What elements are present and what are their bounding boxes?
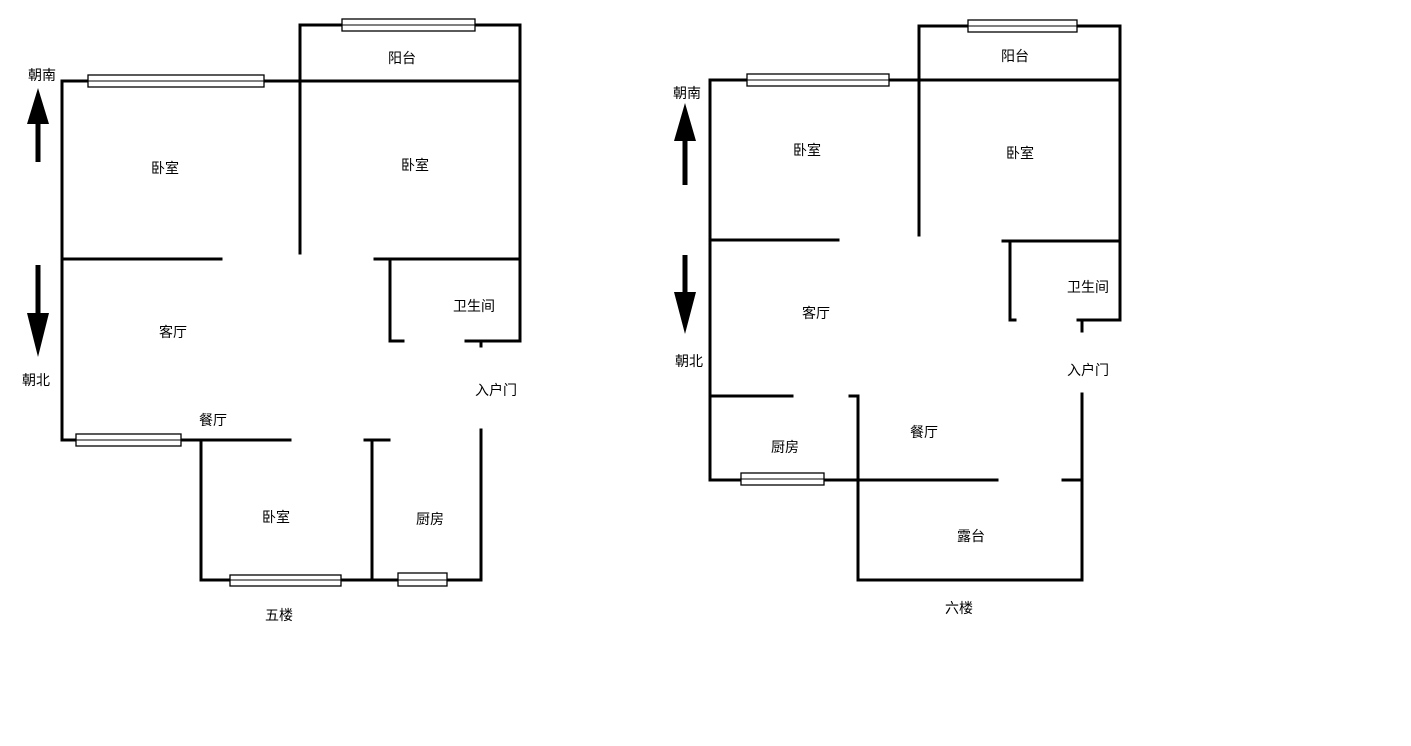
- room-label-dining: 餐厅: [910, 425, 938, 441]
- sixth-floor-windows: [740, 19, 1078, 486]
- arrow-down-icon: [27, 265, 49, 357]
- fifth-floor-compass: [27, 88, 49, 357]
- room-label-bedroom-right: 卧室: [401, 157, 429, 174]
- floor-label-fifth: 五楼: [265, 608, 293, 624]
- room-label-bedroom-right: 卧室: [1006, 145, 1034, 162]
- sixth-floor-compass: [674, 103, 696, 334]
- room-label-balcony: 阳台: [388, 51, 416, 67]
- arrow-up-icon: [27, 88, 49, 162]
- room-label-entrance: 入户门: [475, 382, 517, 399]
- room-label-bathroom: 卫生间: [453, 299, 495, 315]
- arrow-up-icon: [674, 103, 696, 185]
- sixth-floor-walls: [708, 24, 1122, 582]
- arrow-down-icon: [674, 255, 696, 334]
- fifth-floor-windows: [75, 18, 476, 587]
- sixth-floor-plan: 朝南 朝北 阳台 卧室 卧室 客厅 卫生间 入户门 厨房 餐厅 露台 六楼: [673, 19, 1122, 617]
- room-label-bedroom-left: 卧室: [793, 142, 821, 159]
- room-label-living-room: 客厅: [802, 305, 830, 322]
- fifth-floor-plan: 朝南 朝北 阳台 卧室 卧室 客厅 卫生间 入户门 餐厅 卧室 厨房 五楼: [22, 18, 522, 624]
- compass-south-label: 朝南: [673, 86, 701, 102]
- compass-north-label: 朝北: [675, 354, 703, 370]
- floor-label-sixth: 六楼: [945, 601, 973, 617]
- room-label-bedroom-bottom: 卧室: [262, 509, 290, 526]
- room-label-kitchen: 厨房: [416, 512, 444, 528]
- room-label-entrance: 入户门: [1067, 362, 1109, 379]
- room-label-terrace: 露台: [957, 529, 985, 545]
- room-label-balcony: 阳台: [1001, 49, 1029, 65]
- compass-south-label: 朝南: [28, 68, 56, 84]
- room-label-dining: 餐厅: [199, 413, 227, 429]
- room-label-kitchen: 厨房: [771, 440, 799, 456]
- room-label-living-room: 客厅: [159, 324, 187, 341]
- fifth-floor-walls: [60, 23, 522, 582]
- compass-north-label: 朝北: [22, 373, 50, 389]
- room-label-bathroom: 卫生间: [1067, 280, 1109, 296]
- room-label-bedroom-left: 卧室: [151, 160, 179, 177]
